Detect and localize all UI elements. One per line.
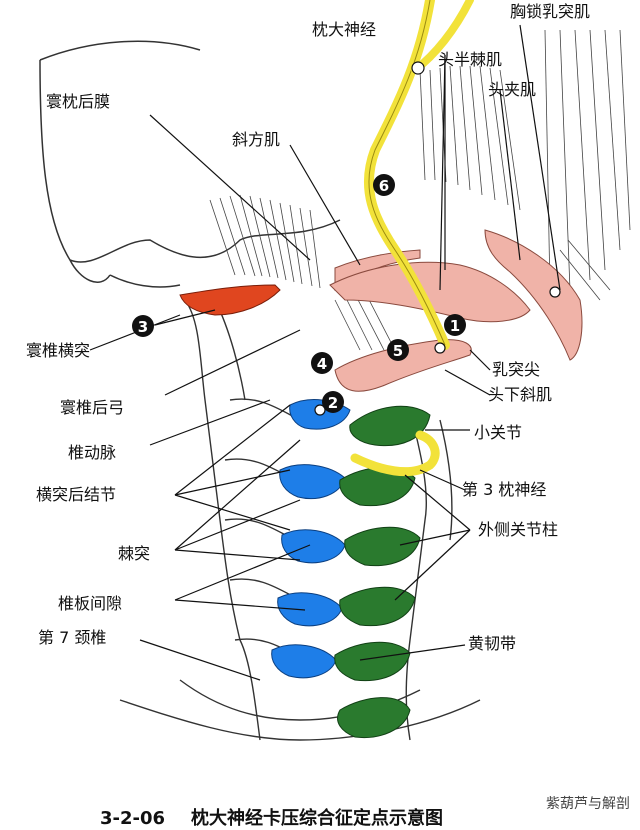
label-interlaminar-space: 椎板间隙 <box>58 594 123 613</box>
svg-text:6: 6 <box>379 177 389 195</box>
landmark-points <box>314 61 561 416</box>
svg-text:2: 2 <box>328 394 338 412</box>
watermark: 紫葫芦与解剖 <box>546 796 630 812</box>
svg-text:1: 1 <box>450 317 460 335</box>
label-spinous-process: 棘突 <box>118 544 151 563</box>
label-trapezius: 斜方肌 <box>232 130 281 149</box>
label-posterior-atlanto-occipital-membrane: 寰枕后膜 <box>46 92 111 111</box>
label-obliquus-capitis-inferior: 头下斜肌 <box>488 385 553 404</box>
label-splenius-capitis: 头夹肌 <box>488 80 537 99</box>
svg-text:5: 5 <box>393 342 403 360</box>
ligamentum-flavum-shapes <box>271 399 351 679</box>
occipital-membrane-shape <box>179 284 281 316</box>
splenius-shape <box>329 261 531 323</box>
marker-3: 3 <box>132 315 154 337</box>
leader-lines <box>89 24 561 681</box>
facet-joint-shapes <box>334 405 431 739</box>
label-vertebral-artery: 椎动脉 <box>68 443 117 462</box>
figure-caption: 3-2-06 枕大神经卡压综合征定点示意图 <box>100 804 443 830</box>
svg-text:4: 4 <box>317 355 327 373</box>
third-occipital-nerve-path <box>350 430 440 477</box>
label-c7-vertebra: 第 7 颈椎 <box>38 628 107 647</box>
label-third-occipital-nerve: 第 3 枕神经 <box>462 480 547 499</box>
marker-6: 6 <box>373 174 395 196</box>
svg-text:3: 3 <box>138 318 148 336</box>
label-sternocleidomastoid: 胸锁乳突肌 <box>510 2 591 21</box>
skull-outline <box>39 40 341 288</box>
label-mastoid-tip: 乳突尖 <box>492 360 541 379</box>
label-posterior-tubercle: 横突后结节 <box>36 485 117 504</box>
marker-4: 4 <box>311 352 333 374</box>
label-greater-occipital-nerve: 枕大神经 <box>312 20 377 39</box>
sternocleidomastoid-shape <box>484 229 583 361</box>
label-ligamentum-flavum: 黄韧带 <box>468 634 517 653</box>
label-lateral-articular-column: 外侧关节柱 <box>478 520 559 539</box>
marker-2: 2 <box>322 391 344 413</box>
marker-1: 1 <box>444 314 466 336</box>
figure-title: 枕大神经卡压综合征定点示意图 <box>191 808 444 829</box>
label-atlas-transverse-process: 寰椎横突 <box>26 341 91 360</box>
figure-number: 3-2-06 <box>100 808 166 829</box>
label-facet-joint: 小关节 <box>474 423 523 442</box>
marker-5: 5 <box>387 339 409 361</box>
label-atlas-posterior-arch: 寰椎后弓 <box>60 398 125 417</box>
label-semispinalis-capitis: 头半棘肌 <box>438 50 503 69</box>
